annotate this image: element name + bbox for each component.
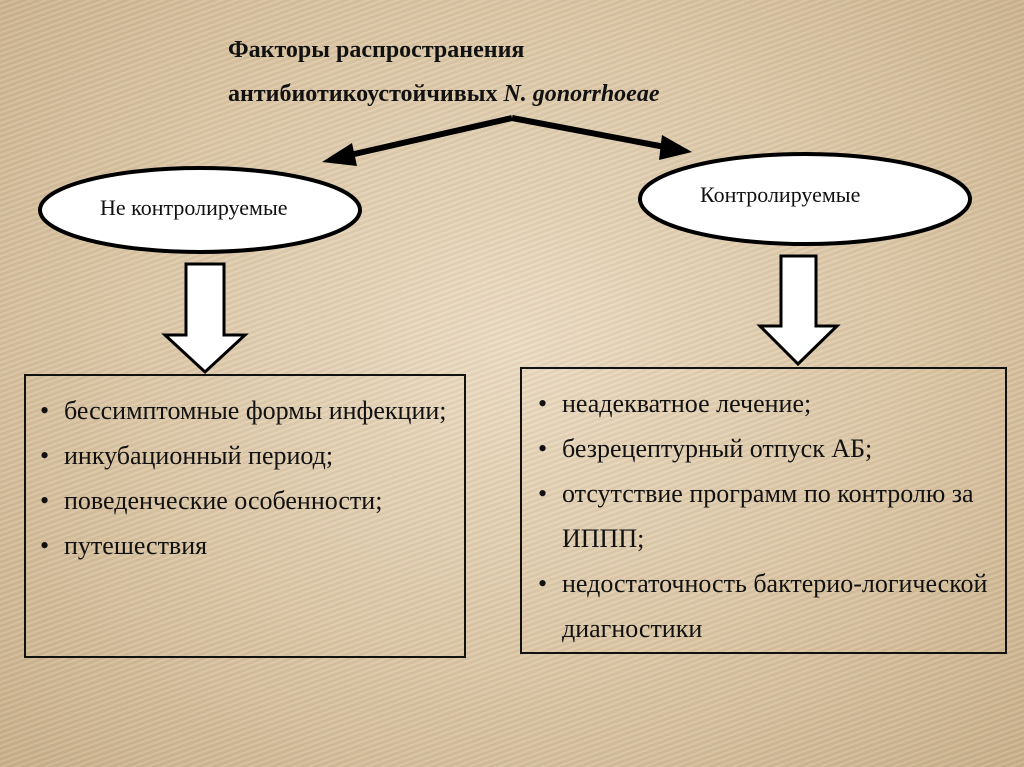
list-item: поведенческие особенности;: [32, 478, 458, 523]
left-ellipse: [38, 166, 362, 254]
down-arrow-right-icon: [756, 254, 841, 367]
split-arrows: [322, 115, 692, 166]
list-item: недостаточность бактерио-логической диаг…: [530, 561, 999, 651]
list-item: безрецептурный отпуск АБ;: [530, 426, 999, 471]
title-species: N. gonorrhoeae: [503, 81, 660, 107]
uncontrolled-factors-box: бессимптомные формы инфекции; инкубацион…: [24, 374, 466, 658]
list-item: отсутствие программ по контролю за ИППП;: [530, 471, 999, 561]
list-item: неадекватное лечение;: [530, 381, 999, 426]
controlled-factors-box: неадекватное лечение; безрецептурный отп…: [520, 367, 1007, 654]
right-ellipse-label: Контролируемые: [700, 182, 861, 207]
title-line-2: антибиотикоустойчивых N. gonorrhoeae: [228, 72, 659, 116]
left-ellipse-label: Не контролируемые: [100, 195, 288, 220]
page-title: Факторы распространения антибиотикоустой…: [228, 28, 659, 116]
arrowhead-right-icon: [659, 135, 692, 160]
title-line-1: Факторы распространения: [228, 37, 525, 63]
title-line-2-text: антибиотикоустойчивых: [228, 81, 504, 107]
list-item: инкубационный период;: [32, 433, 458, 478]
right-ellipse: [638, 152, 972, 246]
arrowhead-left-icon: [322, 143, 357, 166]
list-item: путешествия: [32, 523, 458, 568]
down-arrow-left-icon: [161, 262, 249, 375]
list-item: бессимптомные формы инфекции;: [32, 388, 458, 433]
